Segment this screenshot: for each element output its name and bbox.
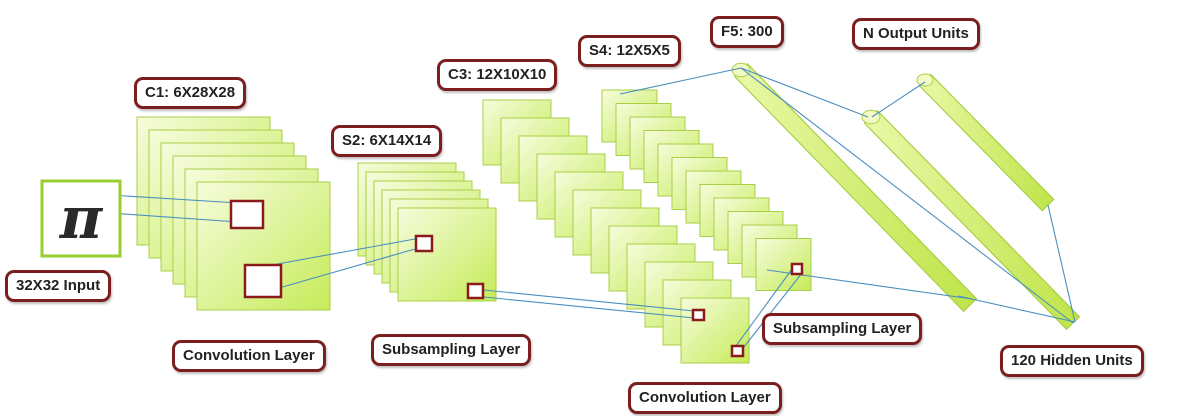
dense-bar-layer xyxy=(731,62,1081,331)
output-bar-top-cap xyxy=(916,73,934,87)
connection-line-7 xyxy=(732,264,796,351)
receptive-field-4 xyxy=(466,282,485,300)
connection-line-3 xyxy=(271,238,416,266)
hidden-bar-top-cap xyxy=(861,109,881,125)
connection-line-9 xyxy=(619,67,742,95)
label-hidden: 120 Hidden Units xyxy=(1000,345,1144,377)
input-image: π xyxy=(40,179,122,258)
connection-line-14 xyxy=(1047,204,1076,323)
receptive-field-7 xyxy=(790,262,804,276)
connection-line-15 xyxy=(957,295,1076,323)
label-input: 32X32 Input xyxy=(5,270,112,302)
label-c3: C3: 12X10X10 xyxy=(437,59,558,91)
label-output: N Output Units xyxy=(852,18,980,50)
connection-line-11 xyxy=(740,67,869,118)
label-c1: C1: 6X28X28 xyxy=(134,77,247,109)
label-convolution-layer-2: Convolution Layer xyxy=(628,382,782,414)
connection-line-6 xyxy=(483,296,695,319)
label-subsampling-layer-1: Subsampling Layer xyxy=(371,334,532,366)
receptive-field-5 xyxy=(691,308,706,322)
connection-line-5 xyxy=(483,289,695,312)
receptive-field-3 xyxy=(414,234,434,253)
label-f5: F5: 300 xyxy=(710,16,784,48)
label-convolution-layer-1: Convolution Layer xyxy=(172,340,326,372)
connection-line-8 xyxy=(739,272,803,353)
label-subsampling-layer-2: Subsampling Layer xyxy=(762,313,923,345)
receptive-field-1 xyxy=(229,199,265,230)
connection-line-4 xyxy=(271,248,416,291)
receptive-field-2 xyxy=(243,263,283,299)
connection-line-12 xyxy=(740,67,1074,324)
connection-line-2 xyxy=(109,212,239,223)
label-s4: S4: 12X5X5 xyxy=(578,35,681,67)
receptive-field-layer xyxy=(229,199,804,358)
connection-line-1 xyxy=(109,194,239,204)
connection-line-13 xyxy=(871,81,926,118)
input-glyph: π xyxy=(59,184,104,252)
label-s2: S2: 6X14X14 xyxy=(331,125,443,157)
receptive-field-6 xyxy=(730,344,745,358)
